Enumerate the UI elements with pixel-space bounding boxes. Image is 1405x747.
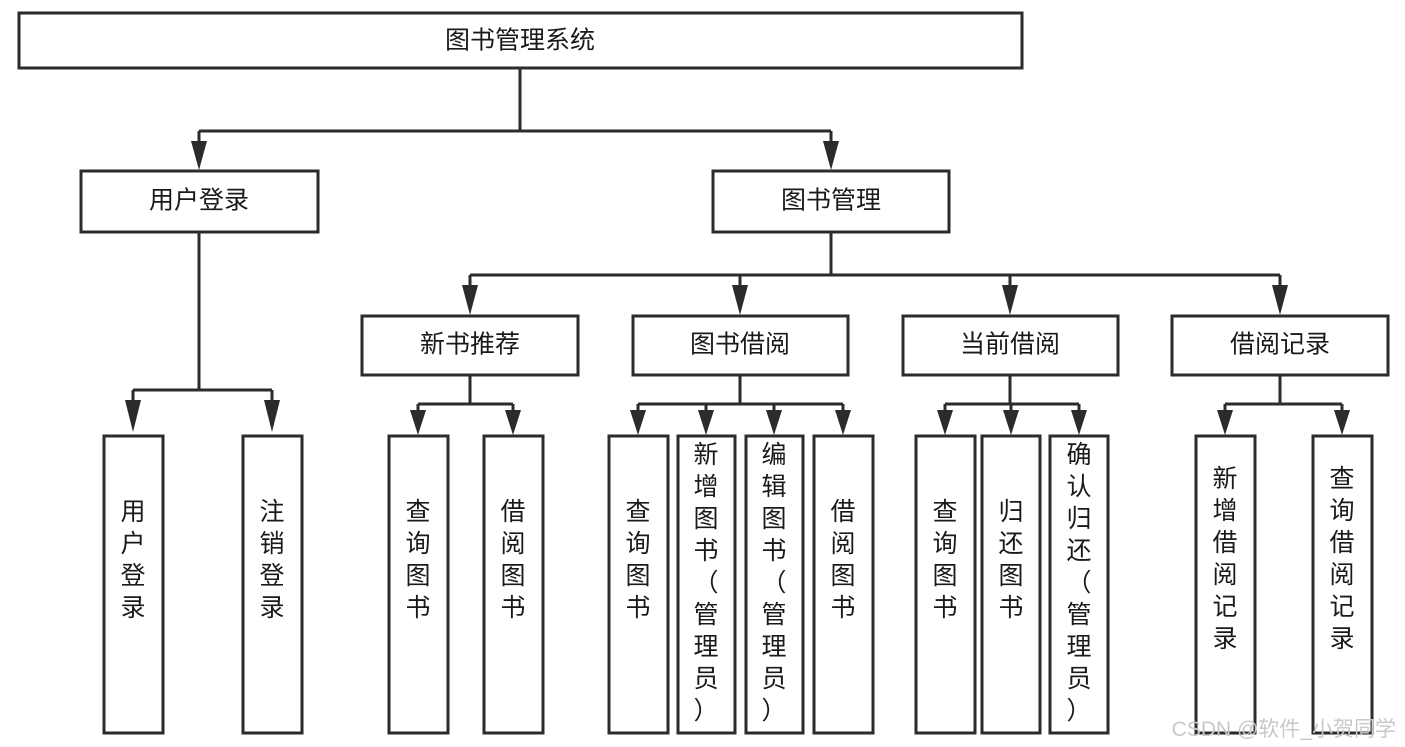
node-current-borrow-box[interactable] (901, 314, 1120, 377)
arrow-head-current-borrow (1002, 285, 1018, 315)
node-leaf-add-borrow-record-box[interactable] (1194, 434, 1257, 735)
node-leaf-add-book-admin[interactable]: 新增图书（管理员） (676, 434, 737, 735)
node-new-book-recommend-label: 新书推荐 (420, 331, 520, 359)
connector-book-manage-to-level3 (462, 232, 1288, 315)
node-leaf-query-book-3[interactable]: 查询图书 (914, 434, 977, 735)
arrow-head-book-borrow (732, 285, 748, 315)
node-leaf-add-borrow-record-label: 新增借阅记录 (1212, 465, 1237, 653)
arrow-head-book-manage (823, 141, 839, 170)
node-leaf-confirm-return-admin-label: 确认归还（管理员） (1066, 441, 1091, 725)
arrow-head-leaf-user-login (125, 400, 141, 432)
node-user-login-box[interactable] (79, 169, 320, 234)
node-leaf-add-borrow-record[interactable]: 新增借阅记录 (1194, 434, 1257, 735)
node-root-label: 图书管理系统 (445, 27, 595, 55)
arrow-head-new-book (462, 285, 478, 315)
node-leaf-confirm-return-admin-box[interactable] (1048, 434, 1110, 735)
node-leaf-logout-login-box[interactable] (241, 434, 304, 735)
arrow-head-add-book (698, 410, 714, 435)
node-leaf-confirm-return-admin[interactable]: 确认归还（管理员） (1048, 434, 1110, 735)
node-root-box[interactable] (17, 11, 1024, 70)
node-borrow-record[interactable]: 借阅记录 (1170, 314, 1390, 377)
connector-user-login-to-leaves (125, 232, 280, 432)
node-leaf-query-book-2[interactable]: 查询图书 (607, 434, 670, 735)
arrow-head-add-borrow-record (1217, 410, 1233, 435)
arrow-head-borrow-book-1 (505, 410, 521, 435)
node-leaf-query-book-1[interactable]: 查询图书 (387, 434, 450, 735)
node-leaf-add-book-admin-box[interactable] (676, 434, 737, 735)
connector-book-borrow-to-leaves (630, 375, 851, 435)
connector-current-borrow-to-leaves (937, 375, 1087, 435)
node-leaf-query-book-2-label: 查询图书 (625, 498, 650, 622)
node-borrow-record-label: 借阅记录 (1230, 331, 1330, 359)
node-leaf-query-book-1-box[interactable] (387, 434, 450, 735)
node-leaf-user-login-label: 用户登录 (120, 498, 145, 622)
arrow-head-return-book (1003, 410, 1019, 435)
node-book-manage[interactable]: 图书管理 (711, 169, 951, 234)
node-leaf-edit-book-admin[interactable]: 编辑图书（管理员） (744, 434, 805, 735)
watermark-label: CSDN @软件_小贺同学 (1172, 718, 1396, 741)
node-new-book-recommend-box[interactable] (360, 314, 580, 377)
node-leaf-add-book-admin-label: 新增图书（管理员） (693, 441, 718, 725)
node-leaf-query-book-3-label: 查询图书 (932, 498, 957, 622)
node-leaf-query-borrow-record[interactable]: 查询借阅记录 (1311, 434, 1374, 735)
node-leaf-return-book-label: 归还图书 (998, 498, 1023, 622)
node-leaf-edit-book-admin-box[interactable] (744, 434, 805, 735)
node-leaf-query-borrow-record-label: 查询借阅记录 (1329, 465, 1354, 653)
node-leaf-borrow-book-2-box[interactable] (812, 434, 875, 735)
node-book-borrow-label: 图书借阅 (690, 331, 790, 359)
arrow-head-query-borrow-record (1334, 410, 1350, 435)
node-leaf-user-login-box[interactable] (102, 434, 165, 735)
arrow-head-query-book-2 (630, 410, 646, 435)
arrow-head-edit-book (766, 410, 782, 435)
node-current-borrow-label: 当前借阅 (960, 331, 1060, 359)
connector-new-book-to-leaves (410, 375, 521, 435)
node-leaf-return-book[interactable]: 归还图书 (980, 434, 1042, 735)
node-leaf-query-book-1-label: 查询图书 (405, 498, 430, 622)
node-leaf-logout-login[interactable]: 注销登录 (241, 434, 304, 735)
node-leaf-query-book-3-box[interactable] (914, 434, 977, 735)
node-leaf-user-login[interactable]: 用户登录 (102, 434, 165, 735)
node-user-login-label: 用户登录 (149, 187, 249, 215)
node-leaf-borrow-book-1[interactable]: 借阅图书 (482, 434, 545, 735)
node-borrow-record-box[interactable] (1170, 314, 1390, 377)
node-book-manage-box[interactable] (711, 169, 951, 234)
arrow-head-user-login (191, 141, 207, 170)
node-leaf-borrow-book-2-label: 借阅图书 (830, 498, 855, 622)
arrow-head-borrow-record (1272, 285, 1288, 315)
node-leaf-query-book-2-box[interactable] (607, 434, 670, 735)
node-leaf-return-book-box[interactable] (980, 434, 1042, 735)
node-new-book-recommend[interactable]: 新书推荐 (360, 314, 580, 377)
node-leaf-edit-book-admin-label: 编辑图书（管理员） (761, 441, 786, 725)
node-leaf-borrow-book-1-label: 借阅图书 (500, 498, 525, 622)
node-leaf-borrow-book-1-box[interactable] (482, 434, 545, 735)
node-book-borrow[interactable]: 图书借阅 (631, 314, 850, 377)
connector-borrow-record-to-leaves (1217, 375, 1350, 435)
node-leaf-borrow-book-2[interactable]: 借阅图书 (812, 434, 875, 735)
node-root[interactable]: 图书管理系统 (17, 11, 1024, 70)
connector-root-to-level2 (191, 68, 839, 170)
arrow-head-confirm-return (1071, 410, 1087, 435)
node-leaf-query-borrow-record-box[interactable] (1311, 434, 1374, 735)
arrow-head-borrow-book-2 (835, 410, 851, 435)
node-current-borrow[interactable]: 当前借阅 (901, 314, 1120, 377)
node-book-borrow-box[interactable] (631, 314, 850, 377)
arrow-head-query-book-3 (937, 410, 953, 435)
arrow-head-leaf-logout (264, 400, 280, 432)
arrow-head-query-book-1 (410, 410, 426, 435)
node-user-login[interactable]: 用户登录 (79, 169, 320, 234)
node-leaf-logout-login-label: 注销登录 (259, 498, 284, 622)
node-book-manage-label: 图书管理 (781, 187, 881, 215)
